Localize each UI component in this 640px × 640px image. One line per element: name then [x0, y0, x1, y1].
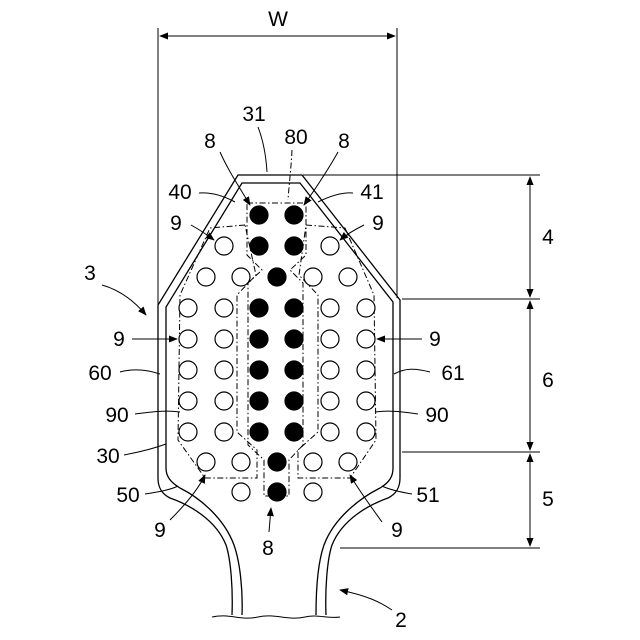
label-4: 4 — [542, 226, 554, 249]
reference-labels: W 31 80 8 8 40 41 9 9 3 9 9 60 61 90 90 … — [84, 8, 554, 632]
label-3: 3 — [84, 262, 96, 285]
white-tuft — [215, 361, 233, 379]
black-tuft — [285, 206, 303, 224]
label-6: 6 — [542, 369, 554, 392]
label-9-top-left: 9 — [170, 212, 182, 235]
label-9-mid-right: 9 — [429, 328, 441, 351]
label-9-top-right: 9 — [372, 212, 384, 235]
label-61: 61 — [441, 362, 464, 385]
white-tuft — [339, 268, 357, 286]
black-tuft — [285, 299, 303, 317]
white-tuft — [232, 483, 250, 501]
white-tuft — [321, 392, 339, 410]
black-tuft — [268, 268, 286, 286]
white-tuft — [179, 423, 197, 441]
black-tuft — [250, 330, 268, 348]
white-tuft — [215, 237, 233, 255]
label-5: 5 — [542, 488, 554, 511]
label-40: 40 — [168, 181, 191, 204]
label-8-bottom: 8 — [262, 537, 274, 560]
label-8-right: 8 — [338, 130, 350, 153]
white-tuft — [215, 299, 233, 317]
white-tuft — [321, 299, 339, 317]
white-tuft — [357, 330, 375, 348]
black-tuft — [250, 423, 268, 441]
white-tuft — [179, 361, 197, 379]
white-tuft — [215, 423, 233, 441]
label-9-mid-left: 9 — [113, 328, 125, 351]
white-tuft — [321, 237, 339, 255]
white-tuft — [232, 453, 250, 471]
label-width: W — [268, 8, 288, 31]
label-9-bottom-left: 9 — [154, 519, 166, 542]
label-90-left: 90 — [105, 404, 128, 427]
label-2: 2 — [395, 609, 407, 632]
white-tuft — [215, 330, 233, 348]
label-80: 80 — [284, 126, 307, 149]
label-30: 30 — [96, 445, 119, 468]
black-tuft — [250, 237, 268, 255]
white-tuft — [179, 392, 197, 410]
black-tuft — [268, 483, 286, 501]
label-8-left: 8 — [204, 130, 216, 153]
white-tuft — [339, 453, 357, 471]
white-tuft — [304, 453, 322, 471]
label-60: 60 — [88, 362, 111, 385]
white-tuft — [357, 299, 375, 317]
black-tufts — [250, 206, 303, 501]
white-tuft — [215, 392, 233, 410]
white-tuft — [197, 453, 215, 471]
white-tuft — [232, 268, 250, 286]
white-tuft — [304, 483, 322, 501]
black-tuft — [250, 206, 268, 224]
label-9-bottom-right: 9 — [391, 519, 403, 542]
white-tuft — [357, 392, 375, 410]
label-51: 51 — [416, 484, 439, 507]
black-tuft — [268, 453, 286, 471]
black-tuft — [285, 237, 303, 255]
white-tuft — [179, 299, 197, 317]
neck-break-line — [212, 616, 340, 618]
black-tuft — [285, 361, 303, 379]
white-tuft — [321, 330, 339, 348]
black-tuft — [285, 392, 303, 410]
label-41: 41 — [360, 181, 383, 204]
label-31: 31 — [242, 103, 265, 126]
white-tuft — [321, 423, 339, 441]
black-tuft — [250, 299, 268, 317]
white-tuft — [197, 268, 215, 286]
white-tuft — [179, 330, 197, 348]
white-tuft — [357, 423, 375, 441]
label-50: 50 — [116, 484, 139, 507]
black-tuft — [250, 361, 268, 379]
width-dimension — [158, 28, 397, 305]
label-90-right: 90 — [425, 404, 448, 427]
black-tuft — [285, 330, 303, 348]
white-tuft — [321, 361, 339, 379]
white-tuft — [357, 361, 375, 379]
white-tuft — [304, 268, 322, 286]
black-tuft — [285, 423, 303, 441]
black-tuft — [250, 392, 268, 410]
